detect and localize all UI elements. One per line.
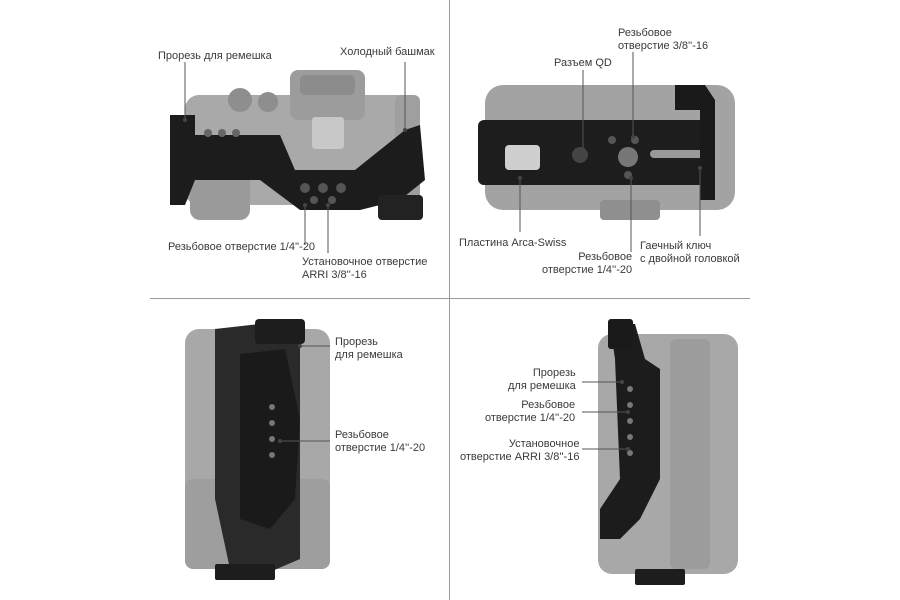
label-strap-slot: Прорезь для ремешка [335,336,403,361]
camera-cage-bottom-illustration [478,52,735,252]
vertical-divider [449,0,450,600]
horizontal-divider [150,298,750,299]
label-arca-plate: Пластина Arca-Swiss [459,237,567,249]
label-thread-1-4: Резьбовое отверстие 1/4''-20 [542,251,633,276]
panel-bottom-right-side-view: Прорезь для ремешка Резьбовое отверстие … [450,299,900,600]
label-thread-1-4: Резьбовое отверстие 1/4''-20 [485,399,576,424]
label-cold-shoe: Холодный башмак [340,46,435,58]
camera-cage-top-illustration [170,62,425,253]
panel-top-left-camera-top-view: Прорезь для ремешка Холодный башмак Резь… [0,0,449,298]
label-thread-1-4: Резьбовое отверстие 1/4''-20 [168,241,316,253]
label-strap-slot: Прорезь для ремешка [508,367,576,392]
label-qd-socket: Разъем QD [554,57,612,69]
label-thread-1-4: Резьбовое отверстие 1/4''-20 [335,429,426,454]
label-arri-mount: Установочное отверстие ARRI 3/8''-16 [302,256,428,281]
camera-cage-right-illustration [582,319,738,585]
panel-bottom-left-side-view: Прорезь для ремешка Резьбовое отверстие … [0,299,449,600]
label-arri-mount: Установочное отверстие ARRI 3/8''-16 [460,438,580,463]
label-thread-3-8: Резьбовое отверстие 3/8''-16 [618,27,709,52]
panel-top-right-camera-bottom-view: Резьбовое отверстие 3/8''-16 Разъем QD П… [450,0,900,298]
camera-cage-left-illustration [185,319,330,580]
label-strap-slot: Прорезь для ремешка [158,50,272,62]
label-wrench: Гаечный ключ с двойной головкой [640,240,740,265]
